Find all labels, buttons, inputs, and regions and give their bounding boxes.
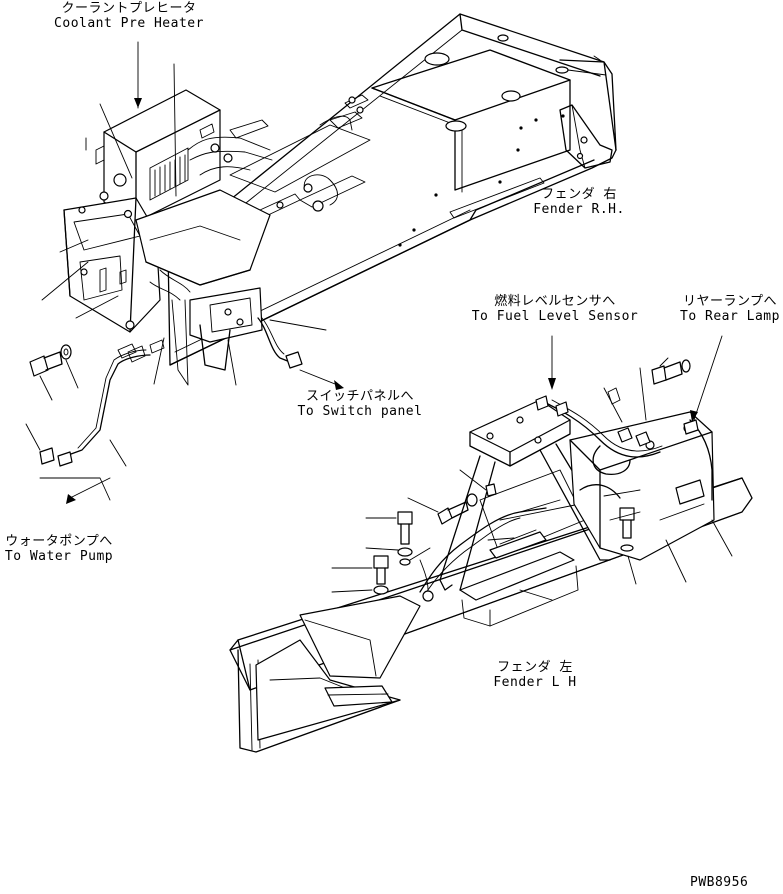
- fender-lh-label: フェンダ 左 Fender L H: [490, 660, 580, 690]
- lower-fasteners: [373, 359, 691, 595]
- water-pump-label: ウォータポンプへ To Water Pump: [2, 534, 116, 564]
- upper-bolt-washer: [29, 344, 72, 377]
- fender-lh-ja: フェンダ 左: [497, 660, 573, 675]
- coolant-pre-heater-ja: クーラントプレヒータ: [61, 1, 197, 16]
- upper-leader-lines: [25, 41, 344, 504]
- rear-lamp-label: リヤーランプへ To Rear Lamp: [678, 294, 782, 324]
- water-pump-en: To Water Pump: [4, 549, 114, 564]
- misc-detail-lines: [85, 55, 601, 151]
- lower-leader-lines: [331, 335, 733, 601]
- center-mount: [117, 189, 271, 386]
- fender-lh-en: Fender L H: [493, 675, 577, 690]
- upper-wiring-harness: [39, 317, 303, 467]
- fuel-level-sensor-ja: 燃料レベルセンサへ: [494, 294, 616, 309]
- coolant-pre-heater-en: Coolant Pre Heater: [54, 16, 204, 31]
- heater-mount-bracket: [63, 191, 161, 333]
- rear-lamp-ja: リヤーランプへ: [682, 294, 778, 309]
- fender-lh-assembly: [229, 399, 753, 753]
- drawing-number: PWB8956: [690, 875, 749, 890]
- fender-rh-ja: フェンダ 右: [541, 187, 617, 202]
- switch-panel-ja: スイッチパネルへ: [305, 389, 414, 404]
- fender-rh-en: Fender R.H.: [533, 202, 625, 217]
- lower-wiring-harness: [419, 387, 713, 602]
- rear-lamp-en: To Rear Lamp: [680, 309, 780, 324]
- water-pump-ja: ウォータポンプへ: [5, 534, 113, 549]
- coolant-pre-heater-label: クーラントプレヒータ Coolant Pre Heater: [54, 1, 204, 31]
- fender-rh-label: フェンダ 右 Fender R.H.: [531, 187, 627, 217]
- switch-panel-en: To Switch panel: [297, 404, 423, 419]
- fuel-level-sensor-en: To Fuel Level Sensor: [471, 309, 639, 324]
- fuel-level-sensor-label: 燃料レベルセンサへ To Fuel Level Sensor: [466, 294, 644, 324]
- coolant-pre-heater-unit: [95, 89, 273, 223]
- switch-panel-label: スイッチパネルへ To Switch panel: [296, 389, 424, 419]
